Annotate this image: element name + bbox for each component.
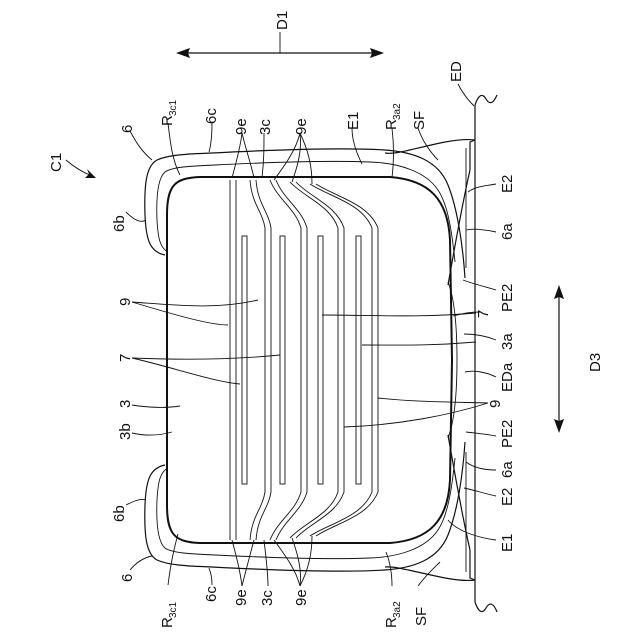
label-6a-top: 6a xyxy=(499,223,516,240)
label-6a-bottom: 6a xyxy=(499,461,516,478)
label-3c-top: 3c xyxy=(257,119,274,135)
label-6b-bottom: 6b xyxy=(111,505,128,522)
label-6-bottom: 6 xyxy=(119,574,136,582)
label-6c-top: 6c xyxy=(203,108,220,124)
label-9e-bottom-a: 9e xyxy=(233,589,250,606)
svg-text:3c1: 3c1 xyxy=(168,601,179,618)
internal-electrodes-7 xyxy=(242,236,361,484)
label-6c-bottom: 6c xyxy=(203,586,220,602)
direction-arrow-D3 xyxy=(554,285,564,433)
svg-text:3c1: 3c1 xyxy=(168,99,179,116)
figure-reference-arrow xyxy=(66,160,96,178)
direction-arrow-D1 xyxy=(176,32,384,58)
leader-lines xyxy=(126,84,496,586)
label-3: 3 xyxy=(117,400,134,408)
external-electrode-top xyxy=(145,149,465,278)
svg-text:3a2: 3a2 xyxy=(392,601,403,618)
label-PE2-bottom: PE2 xyxy=(499,420,516,448)
solder-fillet-bottom xyxy=(385,435,475,580)
label-6b-top: 6b xyxy=(111,215,128,232)
label-E2-top: E2 xyxy=(499,175,516,193)
label-7-left: 7 xyxy=(117,354,134,362)
element-body-3 xyxy=(167,177,452,543)
label-3c-bottom: 3c xyxy=(259,590,276,606)
label-9e-top-b: 9e xyxy=(293,118,310,135)
solder-fillet-top xyxy=(385,140,475,285)
label-E2-bottom: E2 xyxy=(499,488,516,506)
label-9-right: 9 xyxy=(487,400,504,408)
label-9e-top-a: 9e xyxy=(233,118,250,135)
label-9-top: 9 xyxy=(117,298,134,306)
label-3a: 3a xyxy=(499,333,516,350)
svg-text:3a2: 3a2 xyxy=(392,103,403,120)
label-D1: D1 xyxy=(274,11,291,30)
label-9e-bottom-b: 9e xyxy=(293,589,310,606)
external-electrode-bottom xyxy=(145,442,465,571)
label-6-top: 6 xyxy=(119,125,136,133)
label-SF-top: SF xyxy=(411,111,428,130)
label-7-right: 7 xyxy=(475,310,492,318)
label-3b: 3b xyxy=(117,423,134,440)
label-R3a2-bottom: R 3a2 xyxy=(383,601,403,628)
label-EDa: EDa xyxy=(499,362,516,392)
label-PE2-top: PE2 xyxy=(499,284,516,312)
label-E1-top: E1 xyxy=(345,112,362,130)
label-E1-bottom: E1 xyxy=(499,534,516,552)
label-R3c1-bottom: R 3c1 xyxy=(159,601,179,628)
labels: C1 D1 ED 6 R 3c1 6c 9e 3c 9e E1 R 3a2 SF… xyxy=(48,11,604,628)
label-D3: D3 xyxy=(587,353,604,372)
label-ED: ED xyxy=(448,61,465,82)
label-R3c1-top: R 3c1 xyxy=(159,99,179,126)
label-R3a2-top: R 3a2 xyxy=(383,103,403,130)
label-SF-bottom: SF xyxy=(413,607,430,626)
label-C1: C1 xyxy=(48,153,65,172)
board-land-ED xyxy=(475,95,497,612)
